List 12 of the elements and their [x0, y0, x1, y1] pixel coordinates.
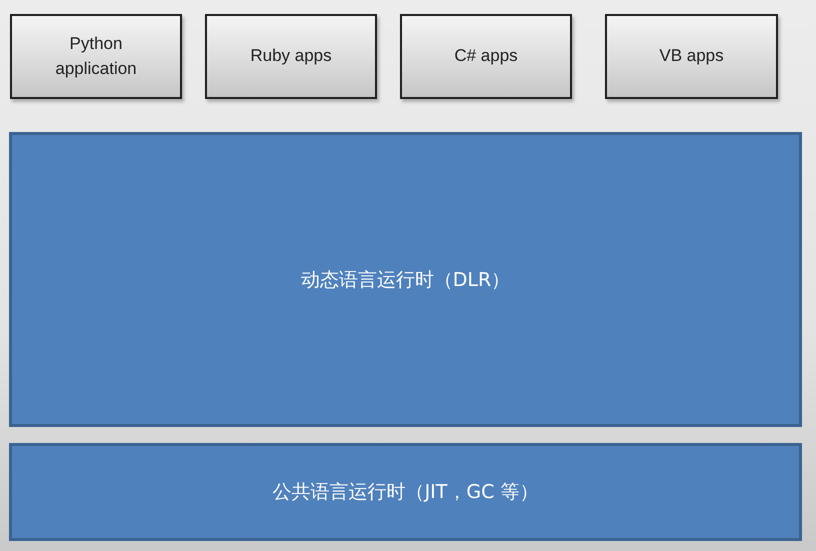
layer-label: 公共语言运行时（JIT，GC 等） — [272, 480, 540, 505]
box-label: Python application — [54, 32, 138, 80]
application-box — [10, 14, 182, 99]
box-label: Ruby apps — [249, 45, 333, 68]
runtime-layer-box — [9, 443, 802, 541]
application-box — [605, 14, 778, 99]
runtime-layer-box — [9, 132, 802, 427]
application-box — [205, 14, 377, 99]
application-box — [400, 14, 572, 99]
layer-label: 动态语言运行时（DLR） — [300, 268, 512, 292]
box-label: VB apps — [658, 45, 725, 68]
box-label: C# apps — [453, 45, 519, 68]
